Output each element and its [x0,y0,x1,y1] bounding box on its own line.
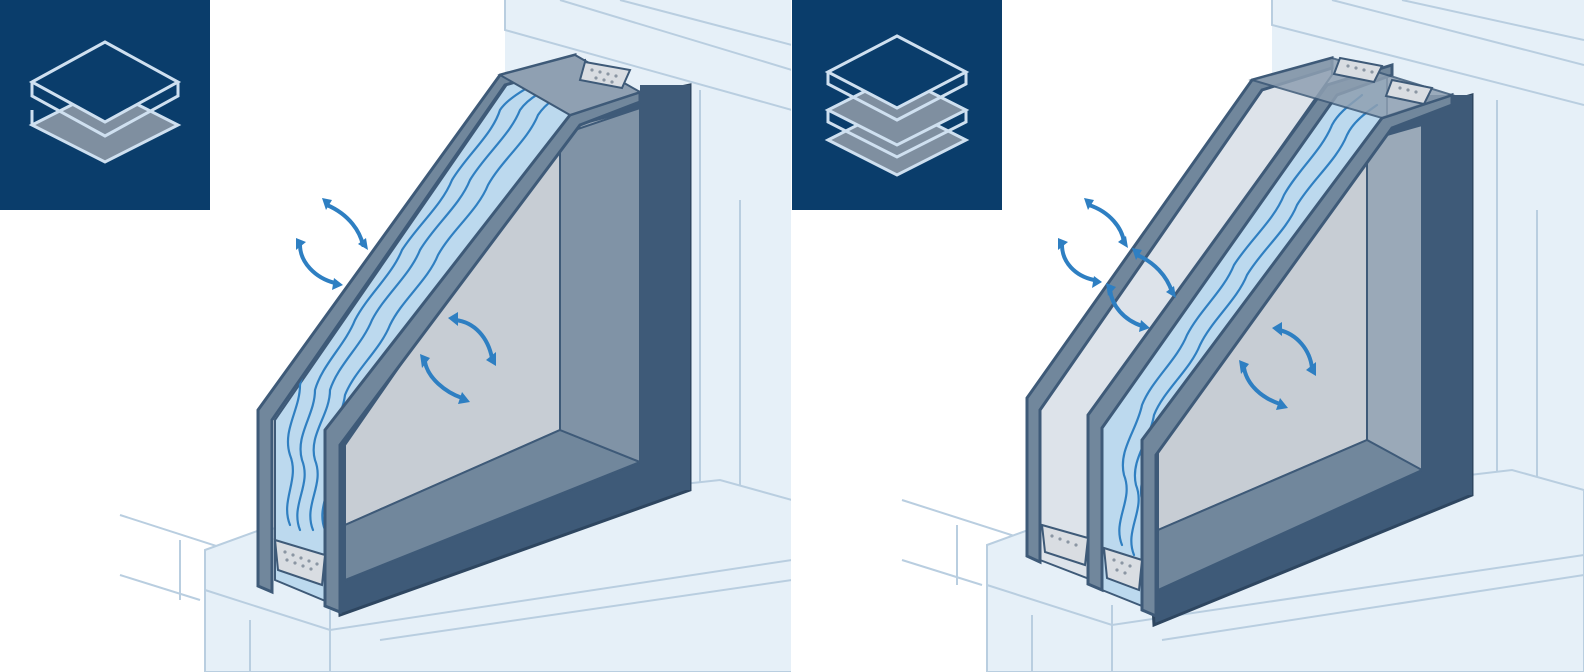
double-glazing-illustration [119,0,792,672]
curved-double-arrow-icon [1242,366,1282,406]
heat-exchange-arrows [296,198,496,404]
curved-double-arrow-icon [1087,203,1126,244]
curved-double-arrow-icon [423,360,464,400]
triple-glazing-illustration [901,0,1584,672]
curved-double-arrow-icon [1277,328,1314,370]
curved-double-arrow-icon [453,318,494,360]
spacer-bar [273,60,632,587]
curved-double-arrow-icon [298,243,337,285]
triple-glazing-badge [792,0,1002,210]
panel-divider [791,0,793,672]
curved-double-arrow-icon [1060,243,1096,282]
spacer-bar [1040,56,1434,592]
curved-double-arrow-icon [325,203,365,247]
triple-glazing-panel [792,0,1584,672]
double-glazing-badge [0,0,210,210]
three-layer-stack-icon [792,0,1002,210]
double-glazing-panel [0,0,792,672]
curved-double-arrow-icon [1135,253,1174,294]
window-frame [1142,92,1474,628]
window-frame [328,83,692,618]
two-layer-stack-icon [0,0,210,210]
heat-exchange-arrows [1058,198,1316,410]
curved-double-arrow-icon [1108,288,1144,328]
